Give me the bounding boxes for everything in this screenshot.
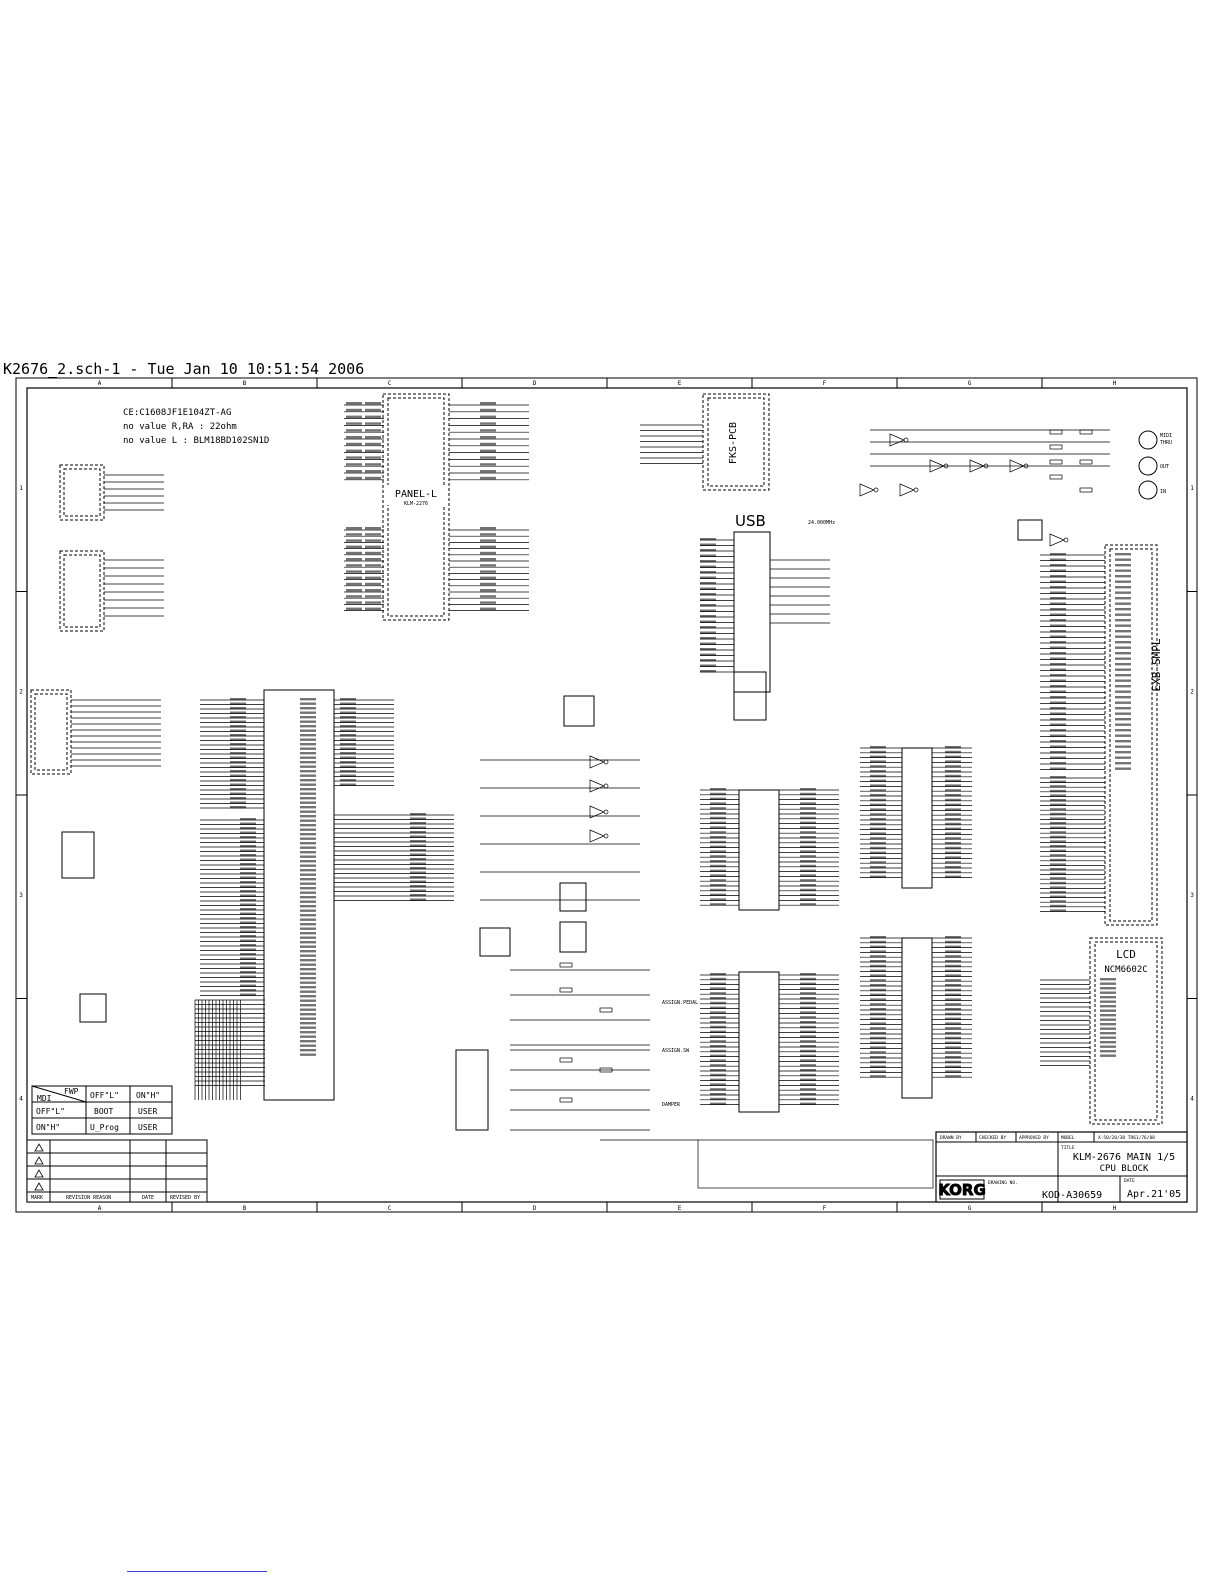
panel-l-block: PANEL-L KLM-2276 [382, 393, 450, 621]
title-model-label: MODEL [1061, 1135, 1075, 1141]
outer-frame [15, 377, 1198, 1213]
title-approved-by: APPROVED BY [1019, 1135, 1049, 1141]
title-model: X-50/20/30 TR61/76/88 [1098, 1135, 1155, 1141]
mode-col-off: OFF"L" [90, 1091, 119, 1100]
exb-smpl-block: EXB-SMPL [1104, 544, 1163, 926]
column-label: A [98, 1205, 102, 1212]
midi-connectors: MIDI THRU OUT IN [1138, 430, 1172, 500]
row-label: 3 [1190, 892, 1194, 899]
damper-label: DAMPER [662, 1102, 681, 1108]
title-date: Apr.21'05 [1127, 1189, 1181, 1200]
inner-frame [26, 387, 1188, 1203]
row-label: 1 [1190, 485, 1194, 492]
mode-row-label: ON"H" [36, 1123, 60, 1132]
mode-table: FWP MDI OFF"L" ON"H" OFF"L" BOOT USER ON… [31, 1085, 173, 1135]
title-drawing-no: KOD-A30659 [1042, 1190, 1102, 1201]
lcd-block: LCD NCM6602C [1089, 937, 1163, 1125]
midi-label: MIDI [1160, 433, 1172, 439]
title-checked-by: CHECKED BY [979, 1135, 1006, 1141]
column-label: H [1113, 1205, 1117, 1212]
midi-thru-label: THRU [1160, 440, 1172, 446]
column-label: F [823, 380, 827, 387]
column-label: C [388, 380, 392, 387]
column-label: H [1113, 380, 1117, 387]
column-label: A [98, 380, 102, 387]
column-label: F [823, 1205, 827, 1212]
column-label: B [243, 1205, 247, 1212]
cpu-ic-body [263, 689, 335, 1101]
row-label: 2 [19, 688, 23, 695]
title-line1: KLM-2676 MAIN 1/5 [1073, 1152, 1175, 1163]
mode-col-on: ON"H" [136, 1091, 160, 1100]
row-labels: 1 1 2 2 3 3 4 4 [16, 485, 1197, 1102]
column-labels: A A B B C C D D E E F F G G H H [98, 378, 1117, 1212]
lcd-model: NCM6602C [1104, 965, 1147, 975]
mode-cell: BOOT [94, 1107, 113, 1116]
note-line: no value L : BLM18BD102SN1D [123, 436, 269, 446]
rev-col-date: DATE [142, 1195, 154, 1201]
usb-label: USB [735, 512, 766, 530]
lcd-label: LCD [1116, 948, 1136, 961]
mode-row-label: OFF"L" [36, 1107, 65, 1116]
sheet-header: K2676_2.sch-1 - Tue Jan 10 10:51:54 2006 [3, 360, 364, 378]
panel-l-part: KLM-2276 [404, 501, 428, 507]
column-label: G [968, 380, 972, 387]
title-drawn-by: DRAWN BY [940, 1135, 962, 1141]
mode-cell: USER [138, 1123, 157, 1132]
column-label: D [533, 380, 537, 387]
rev-col-reason: REVISION REASON [66, 1195, 111, 1201]
fks-pcb-block: FKS-PCB [702, 393, 770, 491]
title-date-label: DATE [1124, 1178, 1135, 1184]
mode-cell: USER [138, 1107, 157, 1116]
row-label: 3 [19, 892, 23, 899]
note-line: CE:C1608JF1E104ZT-AG [123, 408, 231, 418]
notes-block: CE:C1608JF1E104ZT-AG no value R,RA : 22o… [123, 408, 269, 446]
ic-bodies [61, 519, 1043, 1131]
sw-label: ASSIGN.SW [662, 1048, 690, 1054]
row-label: 2 [1190, 688, 1194, 695]
title-block: DRAWN BY CHECKED BY APPROVED BY MODEL X-… [935, 1131, 1188, 1203]
xtal-label: 24.000MHz [808, 520, 835, 526]
column-label: D [533, 1205, 537, 1212]
jack-connectors: ASSIGN.PEDAL ASSIGN.SW DAMPER [662, 1000, 698, 1108]
rev-col-by: REVISED BY [170, 1195, 200, 1201]
panel-l-label: PANEL-L [395, 489, 437, 500]
korg-logo: KORG [938, 1181, 986, 1199]
title-drawing-label: DRAWING NO. [988, 1180, 1018, 1186]
exb-smpl-label: EXB-SMPL [1150, 638, 1163, 691]
sdram-ic-body [738, 789, 780, 911]
pedal-label: ASSIGN.PEDAL [662, 1000, 698, 1006]
footer-link-line [127, 1571, 267, 1572]
midi-in-label: IN [1160, 489, 1166, 495]
row-label: 4 [1190, 1095, 1194, 1102]
mode-mdi-header: MDI [37, 1094, 52, 1103]
revision-table: MARK REVISION REASON DATE REVISED BY [26, 1139, 208, 1203]
flash-ic-body [901, 747, 933, 889]
left-connectors [30, 464, 105, 775]
note-line: no value R,RA : 22ohm [123, 422, 237, 432]
title-line2: CPU BLOCK [1100, 1164, 1149, 1174]
row-label: 4 [19, 1095, 23, 1102]
mode-cell: U_Prog [90, 1123, 119, 1132]
column-label: E [678, 380, 682, 387]
column-label: E [678, 1205, 682, 1212]
column-label: G [968, 1205, 972, 1212]
usb-ic-body [733, 531, 771, 693]
column-label: C [388, 1205, 392, 1212]
fks-pcb-label: FKS-PCB [728, 422, 739, 464]
column-label: B [243, 380, 247, 387]
rev-col-mark: MARK [31, 1195, 43, 1201]
midi-out-label: OUT [1160, 464, 1169, 470]
mode-fwp-header: FWP [64, 1087, 79, 1096]
row-label: 1 [19, 485, 23, 492]
title-title-label: TITLE [1061, 1145, 1075, 1151]
